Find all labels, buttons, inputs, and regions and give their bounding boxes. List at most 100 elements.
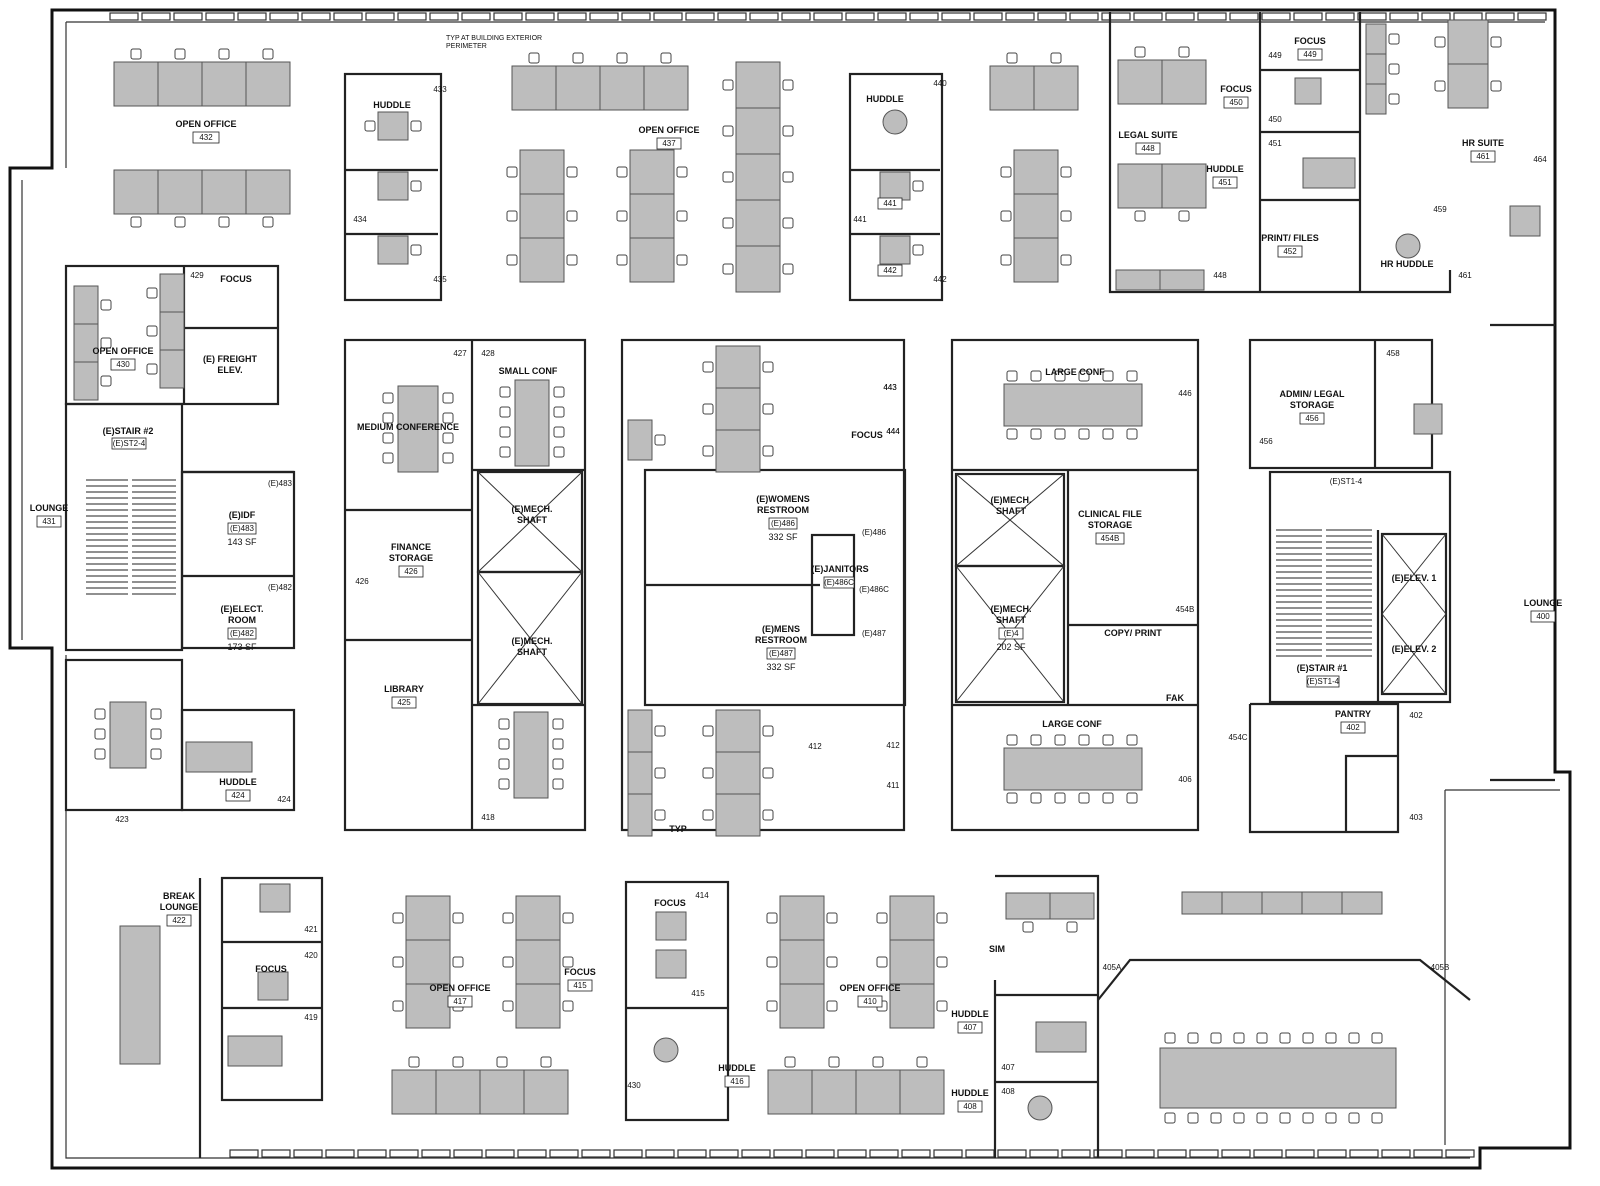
chair <box>702 403 714 415</box>
break-num: 422 <box>172 916 186 925</box>
admin-name-2: STORAGE <box>1290 400 1334 410</box>
window <box>453 1149 483 1158</box>
window <box>357 1149 387 1158</box>
chair <box>1054 792 1066 804</box>
chair <box>1233 1032 1245 1044</box>
room-name-449: FOCUS <box>1294 36 1326 46</box>
freight-name-1: (E) FREIGHT <box>203 354 257 364</box>
elect-name-2: ROOM <box>228 615 256 625</box>
door-tag: 411 <box>887 781 900 790</box>
room-num-449: 449 <box>1303 50 1317 59</box>
desk <box>1509 205 1541 237</box>
library-name: LIBRARY <box>384 684 424 694</box>
desk <box>1049 892 1095 920</box>
desk <box>73 285 99 325</box>
chair <box>1134 46 1146 58</box>
desk <box>1117 163 1163 209</box>
chair <box>572 52 584 64</box>
desk <box>119 925 161 1065</box>
chair <box>262 216 274 228</box>
window <box>813 12 843 21</box>
largeconf-446-name: LARGE CONF <box>1045 367 1105 377</box>
chair <box>722 171 734 183</box>
chair <box>1348 1112 1360 1124</box>
chair <box>826 1000 838 1012</box>
chair <box>828 1056 840 1068</box>
desk <box>715 429 761 473</box>
desk <box>1261 891 1303 915</box>
chair <box>382 392 394 404</box>
desk <box>1115 269 1161 291</box>
desk <box>779 939 825 985</box>
desk <box>479 1069 525 1115</box>
window <box>1005 12 1035 21</box>
chair <box>552 738 564 750</box>
desk <box>511 65 557 111</box>
desk <box>1365 83 1387 115</box>
door-tag: 444 <box>886 427 900 436</box>
window <box>429 12 459 21</box>
desk <box>1035 1021 1087 1053</box>
desk <box>655 911 687 941</box>
desk <box>1365 53 1387 85</box>
window <box>741 1149 771 1158</box>
window <box>1029 1149 1059 1158</box>
desk <box>514 379 550 467</box>
door-tag: 420 <box>304 951 318 960</box>
chair <box>94 728 106 740</box>
door-tag: 459 <box>1433 205 1447 214</box>
chair <box>498 778 510 790</box>
door-tag: 412 <box>886 741 900 750</box>
window <box>1357 12 1387 21</box>
chair <box>498 738 510 750</box>
room-name-400: LOUNGE <box>1524 598 1563 608</box>
chair <box>1187 1112 1199 1124</box>
window <box>557 12 587 21</box>
window <box>581 1149 611 1158</box>
mens-name-2: RESTROOM <box>755 635 807 645</box>
room-name-415: FOCUS <box>564 967 596 977</box>
desk <box>599 65 645 111</box>
desk <box>899 1069 945 1115</box>
desk <box>159 349 185 389</box>
chair <box>174 216 186 228</box>
desk <box>889 895 935 941</box>
chair <box>912 180 924 192</box>
desk <box>1003 383 1143 427</box>
window <box>1293 12 1323 21</box>
door-tag: 405A <box>1103 963 1122 972</box>
chair <box>1000 254 1012 266</box>
desk <box>735 153 781 201</box>
window <box>677 1149 707 1158</box>
desk <box>405 939 451 985</box>
chair <box>1102 792 1114 804</box>
room-num-451: 451 <box>1218 178 1232 187</box>
chair <box>654 809 666 821</box>
chair <box>766 956 778 968</box>
desk <box>715 751 761 795</box>
chair <box>499 446 511 458</box>
copy-name: COPY/ PRINT <box>1104 628 1162 638</box>
desk <box>1302 157 1356 189</box>
room-num-408: 408 <box>963 1102 977 1111</box>
chair <box>1078 792 1090 804</box>
desk <box>519 193 565 239</box>
chair <box>1060 254 1072 266</box>
elect-num: (E)482 <box>230 629 255 638</box>
door-tag: 449 <box>1268 51 1282 60</box>
chair <box>150 728 162 740</box>
chair <box>1178 210 1190 222</box>
room-name-430: OPEN OFFICE <box>92 346 153 356</box>
desk <box>1221 891 1263 915</box>
desk <box>629 237 675 283</box>
chair <box>146 287 158 299</box>
chair <box>392 1000 404 1012</box>
chair <box>452 912 464 924</box>
chair <box>654 767 666 779</box>
chair <box>702 767 714 779</box>
chair <box>1325 1112 1337 1124</box>
chair <box>1210 1032 1222 1044</box>
chair <box>1388 63 1400 75</box>
door-tag: 423 <box>115 815 129 824</box>
chair <box>1078 428 1090 440</box>
